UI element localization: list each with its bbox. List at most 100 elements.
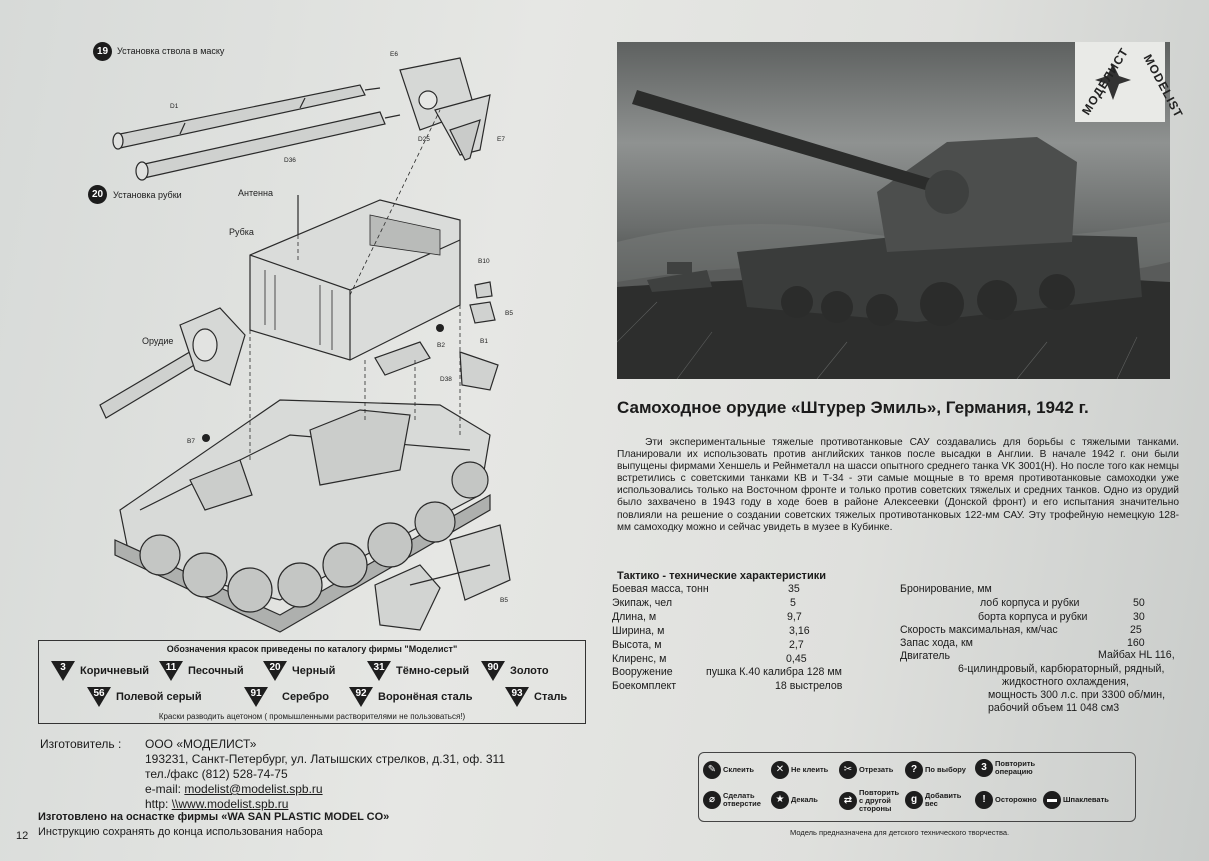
no-glue-icon: ✕ bbox=[771, 761, 789, 779]
symbol-label: По выбору bbox=[925, 765, 966, 774]
spec-value: 9,7 bbox=[787, 611, 802, 623]
paint-name: Сталь bbox=[534, 691, 568, 703]
part-code: B2 bbox=[437, 342, 445, 349]
symbol-label: Осторожно bbox=[995, 795, 1037, 804]
cut-icon: ✂ bbox=[839, 761, 857, 779]
step-19-title: Установка ствола в маску bbox=[117, 46, 225, 56]
spec-value: 25 bbox=[1130, 624, 1142, 636]
symbol-item: ? По выбору bbox=[905, 761, 966, 779]
spec-label: Высота, м bbox=[612, 639, 662, 651]
spec-label: Ширина, м bbox=[612, 625, 665, 637]
spec-value: 30 bbox=[1133, 611, 1145, 623]
symbol-label: Декаль bbox=[791, 795, 818, 804]
paint-name: Песочный bbox=[188, 665, 244, 677]
symbol-label: Сделать отверстие bbox=[723, 791, 761, 808]
spec-value: 2,7 bbox=[789, 639, 804, 651]
assembly-drawing bbox=[99, 57, 511, 633]
spec-engine-line: рабочий объем 11 048 см3 bbox=[988, 702, 1120, 714]
symbol-item: ✂ Отрезать bbox=[839, 761, 893, 779]
symbol-label: Добавить вес bbox=[925, 791, 962, 808]
symbol-item: g Добавить вес bbox=[905, 791, 971, 809]
paint-swatch: 11 Песочный bbox=[159, 661, 244, 681]
spec-label: лоб корпуса и рубки bbox=[980, 597, 1080, 609]
keep-instruction-note: Инструкцию сохранять до конца использова… bbox=[38, 826, 323, 838]
symbol-item: ⌀ Сделать отверстие bbox=[703, 791, 771, 809]
spec-engine-line: мощность 300 л.с. при 3300 об/мин, bbox=[988, 689, 1166, 701]
paint-code: 90 bbox=[487, 662, 499, 673]
spec-label: Вооружение bbox=[612, 666, 673, 678]
specs-header: Тактико - технические характеристики bbox=[617, 570, 826, 582]
paint-swatch: 31 Тёмно-серый bbox=[367, 661, 469, 681]
paint-name: Черный bbox=[292, 665, 336, 677]
part-code: D1 bbox=[170, 103, 179, 110]
paint-name: Тёмно-серый bbox=[396, 665, 470, 677]
tooling-note: Изготовлено на оснастке фирмы «WA SAN PL… bbox=[38, 811, 390, 823]
paint-name: Серебро bbox=[282, 691, 329, 703]
website-label: http: bbox=[145, 797, 169, 811]
manufacturer-email: e-mail: modelist@modelist.spb.ru bbox=[145, 782, 323, 796]
mirror-icon: ⇄ bbox=[839, 792, 857, 810]
symbol-item: ! Осторожно bbox=[975, 791, 1037, 809]
email-link[interactable]: modelist@modelist.spb.ru bbox=[184, 782, 323, 796]
symbol-label: Шпаклевать bbox=[1063, 795, 1109, 804]
paint-swatch: 92 Воронёная сталь bbox=[349, 687, 472, 707]
spec-engine-label: Двигатель bbox=[900, 650, 950, 662]
part-code: B10 bbox=[478, 258, 490, 265]
article-body: Эти экспериментальные тяжелые противотан… bbox=[617, 437, 1179, 533]
step-20-number: 20 bbox=[88, 185, 107, 204]
paint-name: Золото bbox=[510, 665, 549, 677]
spec-value: 35 bbox=[788, 583, 800, 595]
decal-icon: ★ bbox=[771, 791, 789, 809]
manufacturer-phone: тел./факс (812) 528-74-75 bbox=[145, 767, 288, 781]
paint-code: 91 bbox=[250, 688, 262, 699]
spec-label: Длина, м bbox=[612, 611, 657, 623]
caution-icon: ! bbox=[975, 791, 993, 809]
website-link[interactable]: \\www.modelist.spb.ru bbox=[171, 797, 289, 811]
symbol-label: Повторить операцию bbox=[995, 759, 1036, 776]
spec-label: Скорость максимальная, км/час bbox=[900, 624, 1058, 636]
question-icon: ? bbox=[905, 761, 923, 779]
symbol-item: ⇄ Повторить с другой стороны bbox=[839, 789, 905, 813]
drill-icon: ⌀ bbox=[703, 791, 721, 809]
part-code: D25 bbox=[418, 136, 430, 143]
paint-swatch: 90 Золото bbox=[481, 661, 549, 681]
modelist-logo: МОДЕЛИСТ MODELIST bbox=[1075, 42, 1186, 122]
symbol-label: Не клеить bbox=[791, 765, 829, 774]
part-code: D38 bbox=[440, 376, 452, 383]
vehicle-photo bbox=[617, 42, 1170, 379]
symbol-item: ▬ Шпаклевать bbox=[1043, 791, 1109, 809]
part-code: B5 bbox=[505, 310, 513, 317]
paint-name: Коричневый bbox=[80, 665, 149, 677]
part-code: E7 bbox=[497, 136, 505, 143]
putty-icon: ▬ bbox=[1043, 791, 1061, 809]
page-number: 12 bbox=[16, 830, 29, 842]
spec-engine-line: жидкостного охлаждения, bbox=[1002, 676, 1129, 688]
repeat-icon: 3 bbox=[975, 759, 993, 777]
paint-legend-note: Краски разводить ацетоном ( промышленным… bbox=[158, 712, 466, 721]
step-19-number: 19 bbox=[93, 42, 112, 61]
paint-legend: Обозначения красок приведены по каталогу… bbox=[38, 640, 586, 724]
step-20-title: Установка рубки bbox=[113, 190, 182, 200]
spec-label: Экипаж, чел bbox=[612, 597, 673, 609]
part-code: B5 bbox=[500, 597, 508, 604]
paint-code: 20 bbox=[269, 662, 281, 673]
spec-value: 50 bbox=[1133, 597, 1145, 609]
manufacturer-website: http: \\www.modelist.spb.ru bbox=[145, 797, 288, 811]
spec-value: 0,45 bbox=[786, 653, 807, 665]
spec-engine-line: 6-цилиндровый, карбюраторный, рядный, bbox=[958, 663, 1165, 675]
spec-label: Боекомплект bbox=[612, 680, 677, 692]
part-code: D36 bbox=[284, 157, 296, 164]
spec-engine-line: Майбах HL 116, bbox=[1098, 649, 1175, 661]
spec-label: Запас хода, км bbox=[900, 637, 973, 649]
spec-label: Боевая масса, тонн bbox=[612, 583, 709, 595]
paint-name: Воронёная сталь bbox=[378, 691, 473, 703]
paint-swatch: 20 Черный bbox=[263, 661, 335, 681]
paint-swatch: 93 Сталь bbox=[505, 687, 567, 707]
symbol-item: ✎ Склеить bbox=[703, 761, 754, 779]
symbol-label: Склеить bbox=[723, 765, 754, 774]
paint-code: 3 bbox=[60, 662, 66, 673]
symbol-item: 3 Повторить операцию bbox=[975, 759, 1055, 777]
symbol-item: ✕ Не клеить bbox=[771, 761, 828, 779]
paint-code: 11 bbox=[165, 662, 177, 673]
footer-note: Модель предназначена для детского технич… bbox=[790, 828, 1010, 837]
